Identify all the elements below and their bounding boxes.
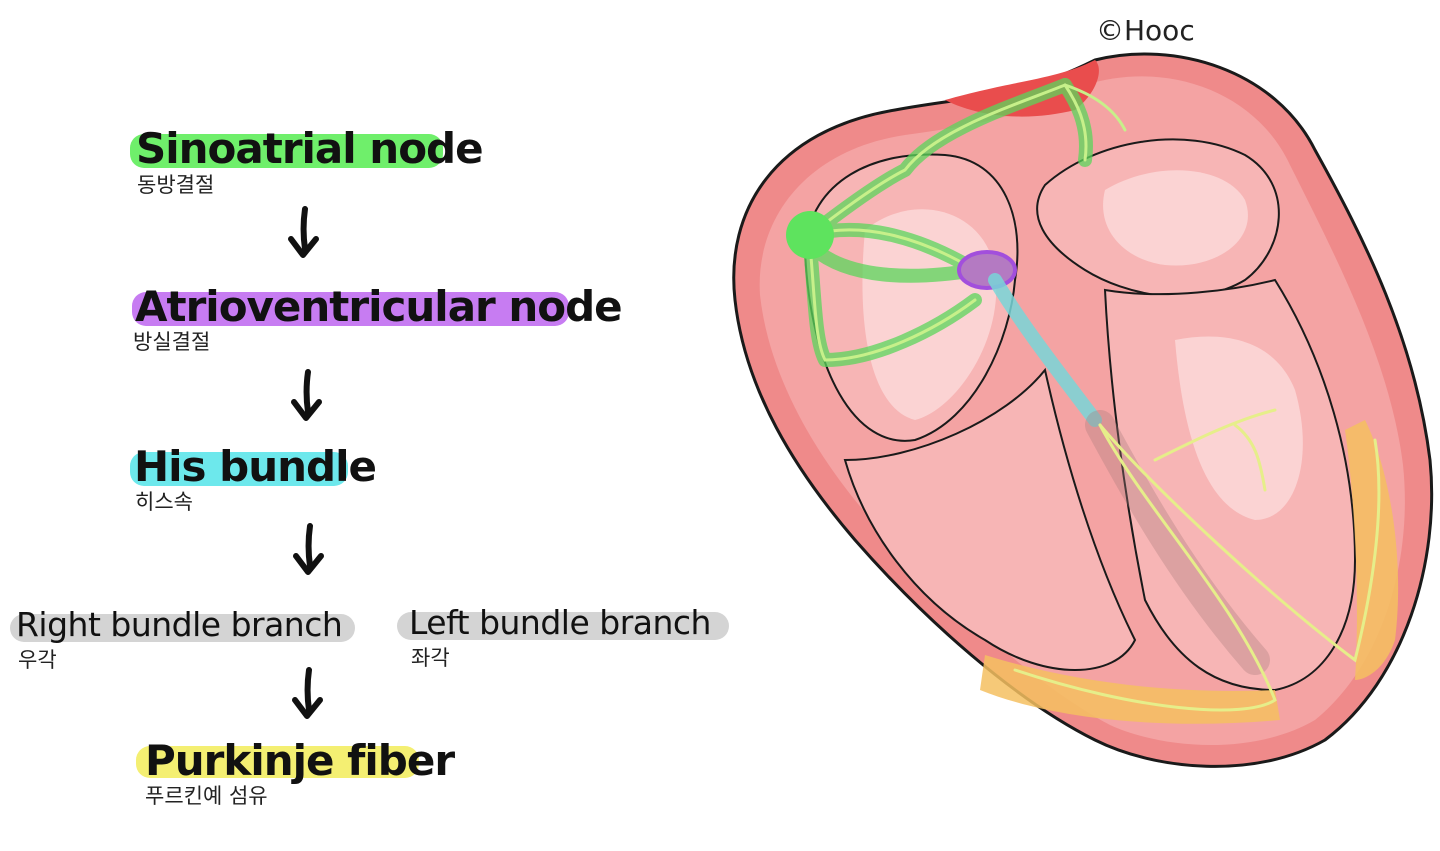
lbb-title: Left bundle branch bbox=[409, 603, 711, 642]
lbb-highlight bbox=[397, 612, 729, 640]
his-subtitle: 히스속 bbox=[135, 490, 193, 514]
heart-illustration bbox=[732, 52, 1434, 768]
sa-title: Sinoatrial node bbox=[136, 124, 484, 173]
arrow-down-icon bbox=[288, 206, 319, 258]
rbb-title: Right bundle branch bbox=[16, 605, 343, 644]
his-highlight bbox=[130, 452, 348, 486]
sa-highlight bbox=[130, 134, 443, 168]
rbb-subtitle: 우각 bbox=[18, 648, 57, 672]
arrow-down-icon bbox=[291, 369, 322, 421]
copyright-signature: ©Hooc bbox=[1096, 14, 1195, 47]
rbb-highlight bbox=[10, 614, 355, 642]
av-title: Atrioventricular node bbox=[135, 282, 623, 331]
pk-highlight bbox=[136, 746, 419, 778]
pk-subtitle: 푸르킨예 섬유 bbox=[145, 784, 268, 808]
av-subtitle: 방실결절 bbox=[133, 330, 211, 354]
arrow-down-icon bbox=[292, 667, 323, 719]
pk-title: Purkinje fiber bbox=[145, 736, 455, 785]
his-title: His bundle bbox=[134, 442, 377, 491]
av-highlight bbox=[132, 292, 569, 326]
sa-subtitle: 동방결절 bbox=[137, 173, 215, 197]
arrow-down-icon bbox=[293, 523, 324, 575]
lbb-subtitle: 좌각 bbox=[411, 646, 450, 670]
